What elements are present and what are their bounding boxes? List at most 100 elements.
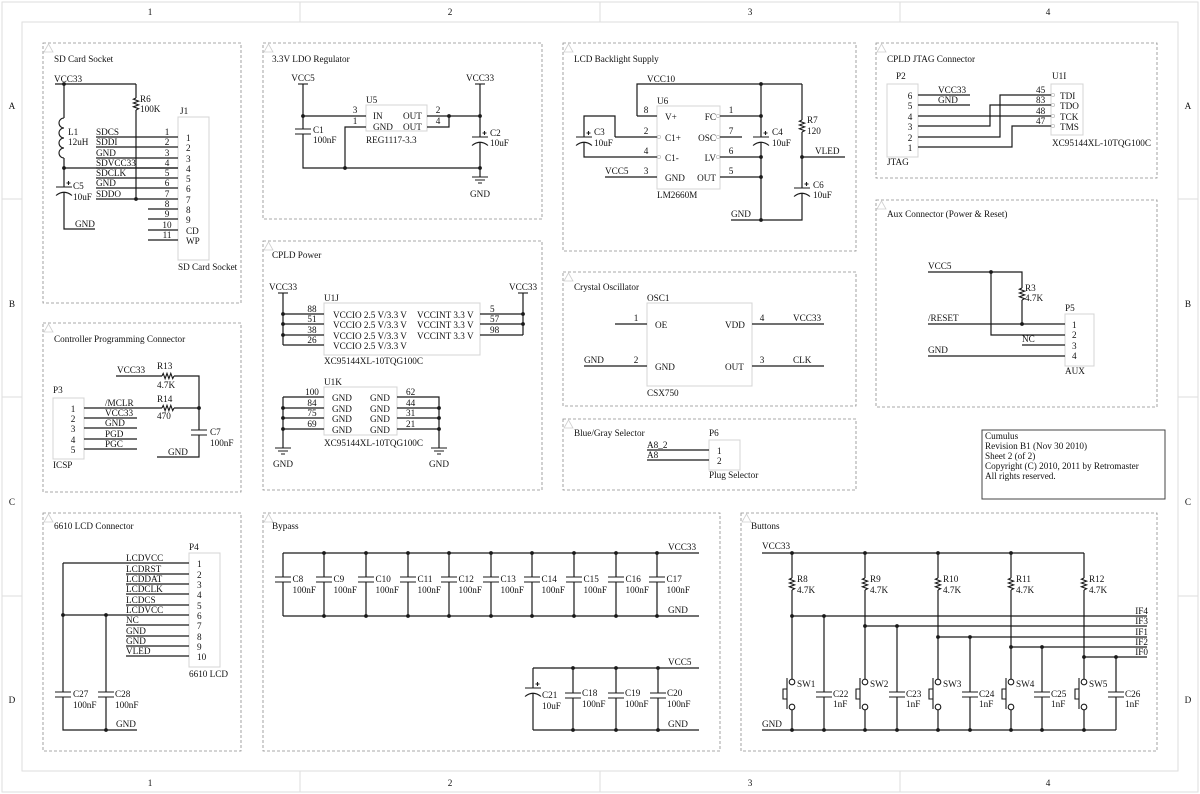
capacitor-ref: C28 (115, 689, 131, 699)
inductor-ref: L1 (68, 127, 79, 137)
pin-name: CD (186, 226, 199, 236)
capacitor-icon (55, 691, 71, 698)
capacitor-ref: C15 (584, 574, 600, 584)
capacitor-ref: C14 (542, 574, 558, 584)
connector-body (177, 116, 210, 261)
title-block: Cumulus Revision B1 (Nov 30 2010) Sheet … (981, 429, 1166, 500)
lcd-backlight-supply-block: LCD Backlight Supply VCC10 VCC5 VLED GND… (562, 42, 857, 252)
junction-dot (656, 728, 660, 732)
cpld-vcc-unit-ref: U1J (324, 293, 339, 303)
junction-dot (489, 614, 493, 618)
connector-name: 6610 LCD (189, 669, 228, 679)
capacitor-icon (1034, 691, 1050, 698)
pin-number: 5 (165, 168, 170, 178)
capacitor-icon (566, 576, 582, 583)
junction-dot (759, 218, 763, 222)
pin-number: 2 (436, 105, 441, 115)
junction-dot (62, 166, 66, 170)
junction-dot (614, 666, 618, 670)
net-label-vcc33: VCC33 (668, 542, 696, 552)
net-label: IF1 (1135, 627, 1148, 637)
block-border (562, 271, 857, 407)
block-title: 6610 LCD Connector (54, 521, 134, 531)
polarized-capacitor-icon (752, 131, 770, 146)
capacitor-ref: C1 (313, 125, 324, 135)
connector-body (886, 83, 919, 158)
block-border (42, 322, 242, 493)
junction-dot (447, 114, 451, 118)
capacitor-ref: C20 (667, 688, 683, 698)
pin-number: 5 (908, 101, 913, 111)
block-border (262, 42, 543, 220)
switch-contact-icon (1007, 678, 1015, 686)
net-label-gnd: GND (470, 189, 490, 199)
resistor-value: 4.7K (870, 585, 888, 595)
resistor-ref: R13 (157, 361, 173, 371)
capacitor-icon (295, 128, 311, 135)
junction-dot (521, 312, 525, 316)
pin-number: 8 (197, 632, 202, 642)
junction-dot (1040, 645, 1044, 649)
net-label-vcc33: VCC33 (793, 313, 821, 323)
net-label-gnd: GND (75, 219, 95, 229)
zone-column-label: 4 (1046, 778, 1051, 788)
block-title: LCD Backlight Supply (574, 54, 659, 64)
junction-dot (281, 312, 285, 316)
resistor-value: 120 (807, 126, 821, 136)
block-title: Aux Connector (Power & Reset) (887, 209, 1007, 219)
net-label-vcc33: VCC33 (117, 365, 145, 375)
capacitor-ref: C2 (490, 128, 501, 138)
wires (928, 271, 1065, 357)
net-label-vcc33: VCC33 (938, 85, 966, 95)
connector-body (708, 439, 741, 471)
oscillator-body (646, 302, 753, 387)
junction-dot (322, 614, 326, 618)
block-title: Blue/Gray Selector (574, 428, 645, 438)
pin-number: 6 (908, 91, 913, 101)
junction-dot (1114, 655, 1118, 659)
junction-dot (655, 614, 659, 618)
capacitor-value: 100nF (73, 700, 97, 710)
pin-name: OUT (725, 362, 744, 372)
resistor-value: 4.7K (1016, 585, 1034, 595)
zone-column-label: 1 (148, 778, 153, 788)
capacitor-value: 100nF (667, 699, 691, 709)
polarized-capacitor-icon (575, 131, 593, 146)
resistor-value: 4.7K (157, 380, 175, 390)
pin-name: 6 (186, 184, 191, 194)
switch-contact-icon (934, 678, 942, 686)
junction-dot (478, 114, 482, 118)
pin-name: TDO (1060, 101, 1079, 111)
pin-name: VCCINT 3.3 V (417, 310, 474, 320)
junction-dot (936, 728, 940, 732)
resistor-value: 4.7K (1025, 293, 1043, 303)
converter-body (656, 105, 721, 190)
pin-number: 45 (1036, 85, 1046, 95)
switch-ref: SW2 (870, 679, 889, 689)
block-marker-icon (563, 43, 574, 53)
zone-column-label: 1 (148, 7, 153, 17)
pin-number: 3 (71, 424, 76, 434)
pin-name: V+ (665, 112, 677, 122)
cpld-gnd-unit-body (323, 386, 398, 436)
resistor-ref: R8 (797, 574, 808, 584)
capacitor-ref: C9 (334, 574, 345, 584)
resistor-icon (933, 577, 943, 591)
net-label-vcc5: VCC5 (928, 261, 952, 271)
block-marker-icon (43, 323, 54, 333)
sd-card-socket-block: SD Card Socket VCC33 GND L1 12uH R6 100K… (42, 42, 242, 304)
net-label-gnd: GND (429, 459, 449, 469)
junction-dot (572, 614, 576, 618)
pin-number: 7 (165, 189, 170, 199)
block-title: Controller Programming Connector (54, 334, 185, 344)
pin-number: 4 (436, 116, 441, 126)
junction-dot (790, 551, 794, 555)
resistor-icon (131, 97, 141, 111)
net-label: GND (96, 148, 116, 158)
pin-name: GND (655, 362, 675, 372)
capacitor-value: 100nF (626, 585, 650, 595)
pin-number: 1 (717, 446, 722, 456)
pin-name: VCCIO 2.5 V/3.3 V (333, 320, 407, 330)
junction-dot (104, 728, 108, 732)
pin-name: C1+ (665, 133, 681, 143)
